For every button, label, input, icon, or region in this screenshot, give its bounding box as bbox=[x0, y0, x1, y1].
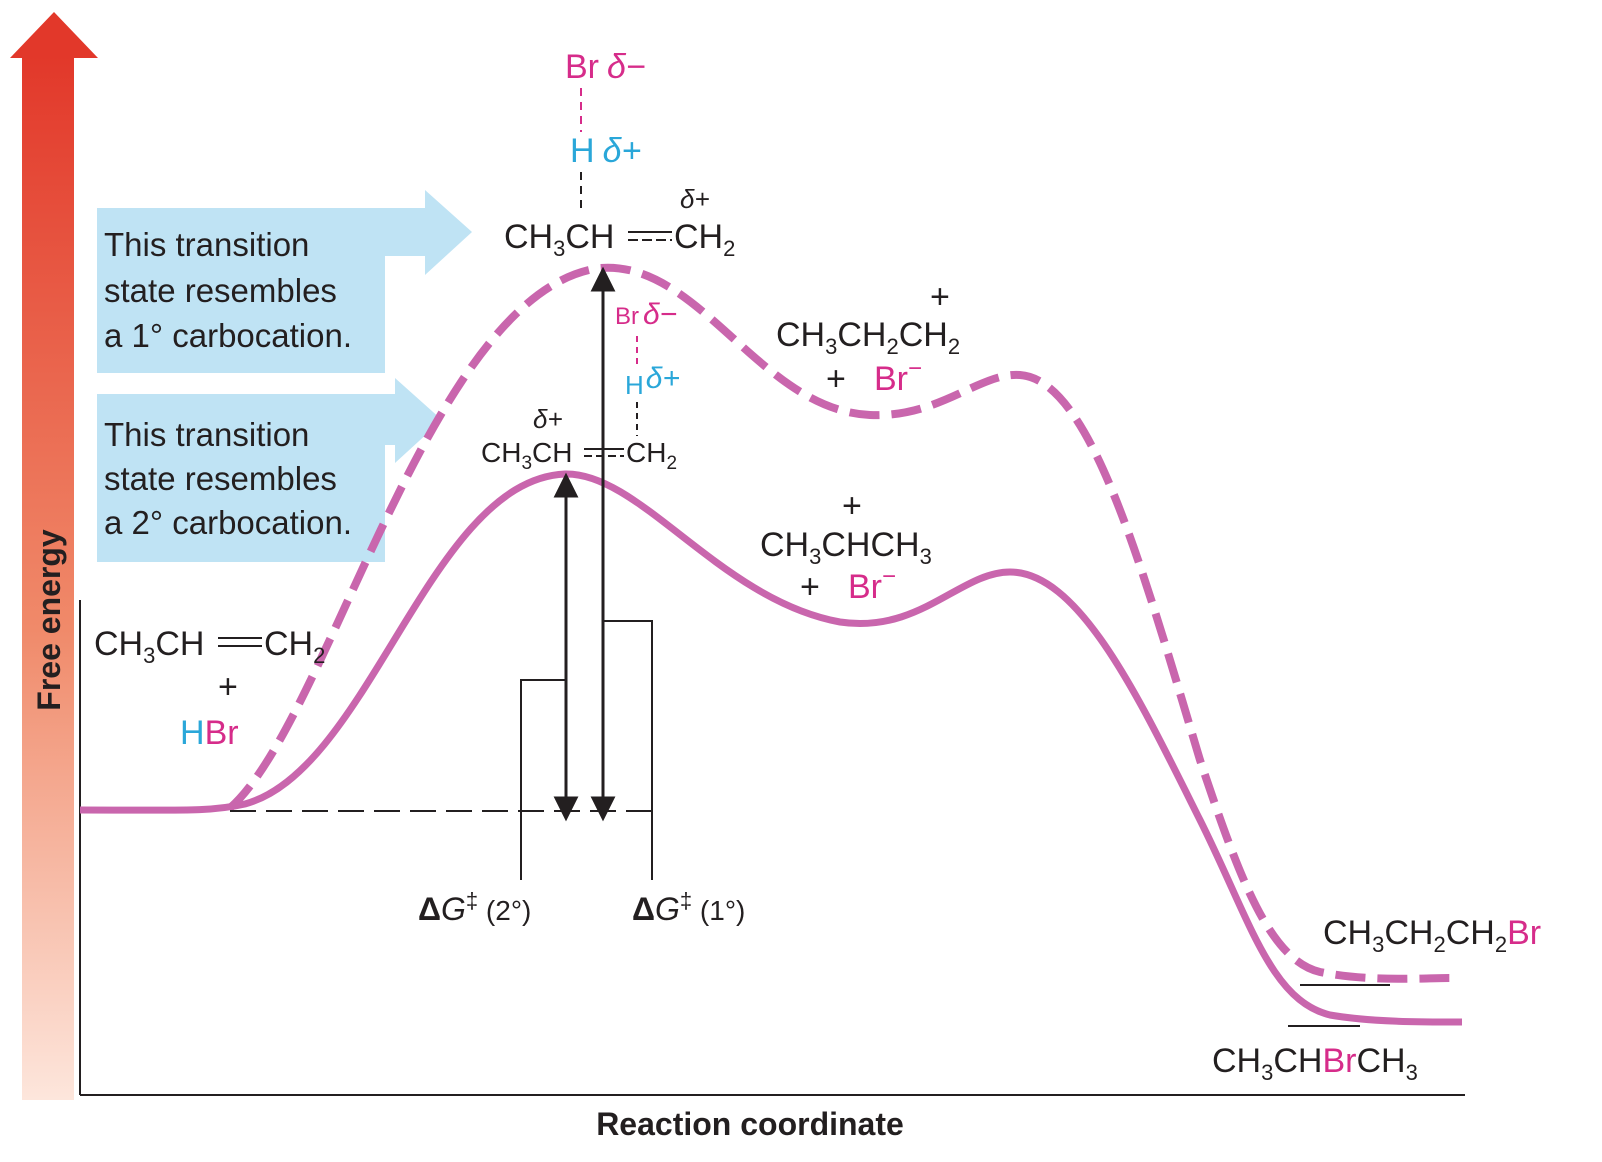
svg-text:CH3CH: CH3CH bbox=[94, 625, 204, 668]
callout-1-line-3: a 1° carbocation. bbox=[104, 317, 352, 354]
dg1-leader-line bbox=[603, 620, 653, 880]
primary-pathway-curve bbox=[227, 263, 1451, 983]
dg2-leader-line bbox=[520, 679, 566, 880]
svg-text:Br−: Br− bbox=[848, 563, 896, 606]
svg-text:Brδ−: Brδ− bbox=[565, 48, 646, 86]
svg-text:CH2: CH2 bbox=[264, 625, 325, 668]
callout-2-line-1: This transition bbox=[104, 416, 309, 453]
svg-text:CH2: CH2 bbox=[674, 218, 735, 261]
svg-text:Brδ−: Brδ− bbox=[615, 298, 677, 331]
svg-text:+: + bbox=[842, 487, 862, 525]
callout-1-line-2: state resembles bbox=[104, 272, 337, 309]
svg-text:+: + bbox=[218, 668, 238, 706]
dg1-label: ΔG‡ (1°) bbox=[632, 888, 745, 927]
secondary-carbocation-label: + CH3CHCH3 + Br− bbox=[760, 487, 932, 606]
dg2-arrow bbox=[553, 472, 579, 822]
primary-carbocation-label: + CH3CH2CH2 + Br− bbox=[776, 278, 960, 398]
callout-1-line-1: This transition bbox=[104, 226, 309, 263]
free-energy-arrow bbox=[10, 12, 98, 1100]
dg2-label: ΔG‡ (2°) bbox=[418, 888, 531, 927]
svg-text:Hδ+: Hδ+ bbox=[570, 132, 641, 170]
svg-text:CH3CH2CH2: CH3CH2CH2 bbox=[776, 316, 960, 359]
svg-text:δ+: δ+ bbox=[680, 184, 710, 214]
svg-text:δ+: δ+ bbox=[533, 404, 563, 434]
svg-text:CH3CHCH3: CH3CHCH3 bbox=[760, 526, 932, 569]
secondary-pathway-curve bbox=[79, 470, 1463, 1026]
svg-text:+: + bbox=[800, 568, 820, 606]
callout-2: This transition state resembles a 2° car… bbox=[97, 378, 442, 562]
svg-text:CH2: CH2 bbox=[626, 437, 677, 474]
svg-text:CH3CH: CH3CH bbox=[504, 218, 614, 261]
callout-1: This transition state resembles a 1° car… bbox=[97, 190, 472, 373]
svg-text:+: + bbox=[930, 278, 950, 316]
svg-text:CH3CH: CH3CH bbox=[481, 437, 572, 474]
secondary-product-label: CH3CHBrCH3 bbox=[1212, 1042, 1418, 1085]
callout-2-line-2: state resembles bbox=[104, 460, 337, 497]
svg-text:Hδ+: Hδ+ bbox=[625, 362, 680, 400]
x-axis-label: Reaction coordinate bbox=[596, 1106, 904, 1142]
y-axis-label: Free energy bbox=[31, 529, 67, 711]
dg1-arrow bbox=[590, 266, 616, 822]
reactants-label: CH3CH CH2 + HBr bbox=[94, 625, 325, 752]
svg-text:HBr: HBr bbox=[180, 714, 239, 752]
svg-text:Br−: Br− bbox=[874, 355, 922, 398]
svg-text:+: + bbox=[826, 360, 846, 398]
callout-2-line-3: a 2° carbocation. bbox=[104, 504, 352, 541]
primary-product-label: CH3CH2CH2Br bbox=[1323, 914, 1541, 957]
